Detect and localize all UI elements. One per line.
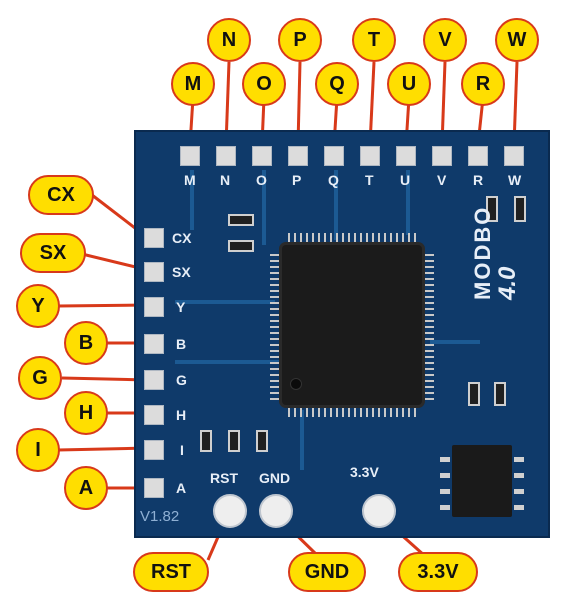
pad-i: [144, 440, 164, 460]
callout-m: M: [171, 62, 215, 106]
pad-rst: [213, 494, 247, 528]
silk-p: P: [292, 172, 302, 188]
version-text: V1.82: [140, 508, 180, 525]
callout-o: O: [242, 62, 286, 106]
chip-pin1-marker: [290, 378, 302, 390]
chip-pins-top: [288, 233, 416, 243]
pad-w: [504, 146, 524, 166]
callout-t: T: [352, 18, 396, 62]
silk-y: Y: [176, 299, 186, 315]
callout-p: P: [278, 18, 322, 62]
silk-a: A: [176, 480, 187, 496]
callout-i: I: [16, 428, 60, 472]
callout-r: R: [461, 62, 505, 106]
pad-g: [144, 370, 164, 390]
silk-q: Q: [328, 172, 339, 188]
smd-component: [514, 196, 526, 222]
callout-w: W: [495, 18, 539, 62]
silk-i: I: [180, 442, 184, 458]
chip-pins-right: [424, 252, 434, 400]
chip-pins-left: [270, 252, 280, 400]
silk-rst: RST: [210, 470, 238, 486]
eeprom-chip: [452, 445, 512, 517]
pad-y: [144, 297, 164, 317]
silk-t: T: [365, 172, 374, 188]
pad-h: [144, 405, 164, 425]
callout-q: Q: [315, 62, 359, 106]
callout-gnd: GND: [288, 552, 366, 592]
pad-u: [396, 146, 416, 166]
pad-t: [360, 146, 380, 166]
silk-gnd: GND: [259, 470, 291, 486]
silk-n: N: [220, 172, 231, 188]
smd-component: [494, 382, 506, 406]
smd-component: [228, 430, 240, 452]
eeprom-pins-right: [514, 450, 524, 510]
pad-p: [288, 146, 308, 166]
smd-component: [228, 214, 254, 226]
silk-w: W: [508, 172, 522, 188]
pad-o: [252, 146, 272, 166]
silk-v: V: [437, 172, 447, 188]
pad-q: [324, 146, 344, 166]
callout-a: A: [64, 466, 108, 510]
eeprom-pins-left: [440, 450, 450, 510]
pad-n: [216, 146, 236, 166]
silk-r: R: [473, 172, 484, 188]
silk-u: U: [400, 172, 411, 188]
callout-b: B: [64, 321, 108, 365]
smd-component: [486, 196, 498, 222]
pad-cx: [144, 228, 164, 248]
callout-y: Y: [16, 284, 60, 328]
pad-b: [144, 334, 164, 354]
smd-component: [228, 240, 254, 252]
callout-n: N: [207, 18, 251, 62]
smd-component: [200, 430, 212, 452]
pad-m: [180, 146, 200, 166]
pad-a: [144, 478, 164, 498]
silk-b: B: [176, 336, 187, 352]
callout-cx: CX: [28, 175, 94, 215]
smd-component: [468, 382, 480, 406]
version-big-text: 4.0: [494, 266, 521, 300]
silk-m: M: [184, 172, 196, 188]
callout-u: U: [387, 62, 431, 106]
callout-v: V: [423, 18, 467, 62]
pad-v: [432, 146, 452, 166]
silk-h: H: [176, 407, 187, 423]
callout-sx: SX: [20, 233, 86, 273]
pad-r: [468, 146, 488, 166]
callout-rst: RST: [133, 552, 209, 592]
silk-sx: SX: [172, 264, 191, 280]
pad-gnd: [259, 494, 293, 528]
silk-3v3: 3.3V: [350, 464, 379, 480]
callout-3v3: 3.3V: [398, 552, 478, 592]
cpld-chip: [282, 245, 422, 405]
smd-component: [256, 430, 268, 452]
silk-g: G: [176, 372, 187, 388]
pad-3v3: [362, 494, 396, 528]
silk-cx: CX: [172, 230, 192, 246]
pad-sx: [144, 262, 164, 282]
chip-pins-bottom: [288, 407, 416, 417]
silk-o: O: [256, 172, 267, 188]
callout-h: H: [64, 391, 108, 435]
brand-text: MODBO: [470, 205, 495, 300]
callout-g: G: [18, 356, 62, 400]
